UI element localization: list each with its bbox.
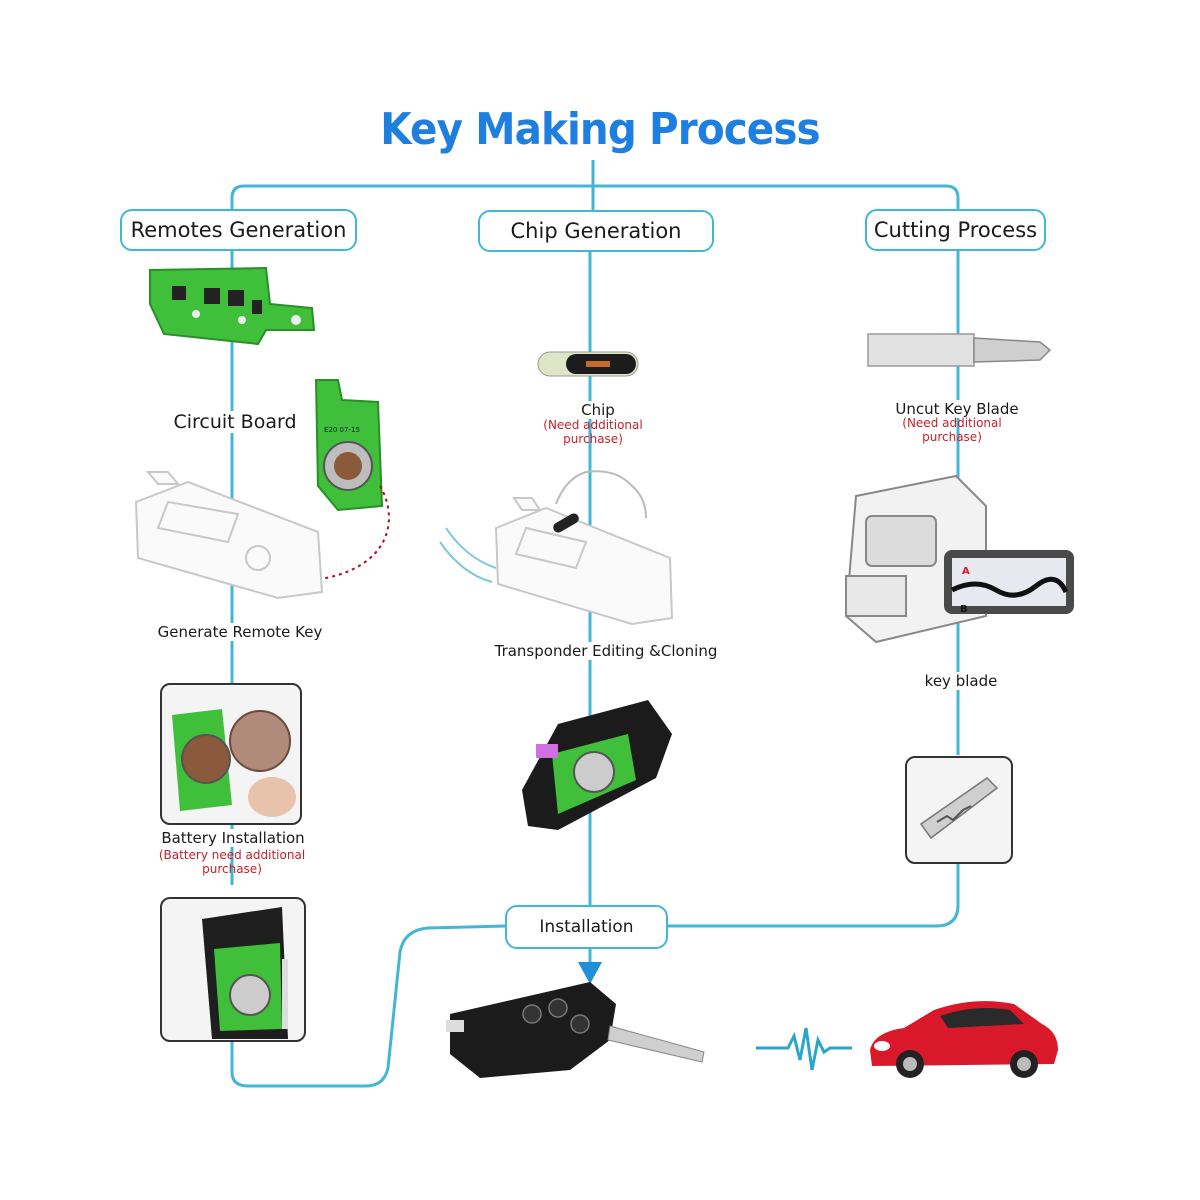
label-circuit-board: Circuit Board [168,411,302,433]
profile-label-a: A [962,566,970,577]
box-installation: Installation [505,905,668,949]
label-uncut-key-blade: Uncut Key Blade [880,400,1034,418]
label-transponder-editing: Transponder Editing &Cloning [486,642,726,660]
programmer-device-icon [134,471,324,600]
battery-install-photo [160,683,302,825]
programmer-with-chip-icon [439,470,674,626]
red-car-icon [870,1001,1058,1078]
profile-label-b: B [960,604,968,615]
left-branch-bottom [230,924,507,1088]
pcb-small-icon: E20 07-15 [314,379,384,512]
key-blade-icon [867,333,1052,367]
board-marking: E20 07-15 [324,426,360,434]
key-cutting-machine-icon: A B [844,474,1074,644]
box-chip-generation: Chip Generation [478,210,714,252]
note-chip: (Need additional purchase) [543,418,643,446]
box-remotes-generation: Remotes Generation [120,209,357,251]
signal-pulse-icon [756,1027,852,1071]
flip-key-icon [446,982,705,1078]
remote-with-chip-icon [522,700,672,830]
remote-shell-photo [160,897,306,1042]
label-key-blade: key blade [912,672,1010,690]
top-connector [230,184,960,210]
label-generate-remote-key: Generate Remote Key [152,623,328,641]
label-battery-installation: Battery Installation [150,829,316,847]
pcb-icon [149,266,316,346]
label-chip: Chip [566,401,630,419]
transponder-chip-icon [537,351,639,377]
key-blade-photo [905,756,1013,864]
right-branch-bottom [664,860,960,928]
down-arrow-icon [578,962,602,984]
box-cutting-process: Cutting Process [865,209,1046,251]
page-title: Key Making Process [380,104,820,155]
note-blade: (Need additional purchase) [902,416,1002,444]
link-curve [313,485,390,581]
note-battery: (Battery need additional purchase) [158,848,306,876]
